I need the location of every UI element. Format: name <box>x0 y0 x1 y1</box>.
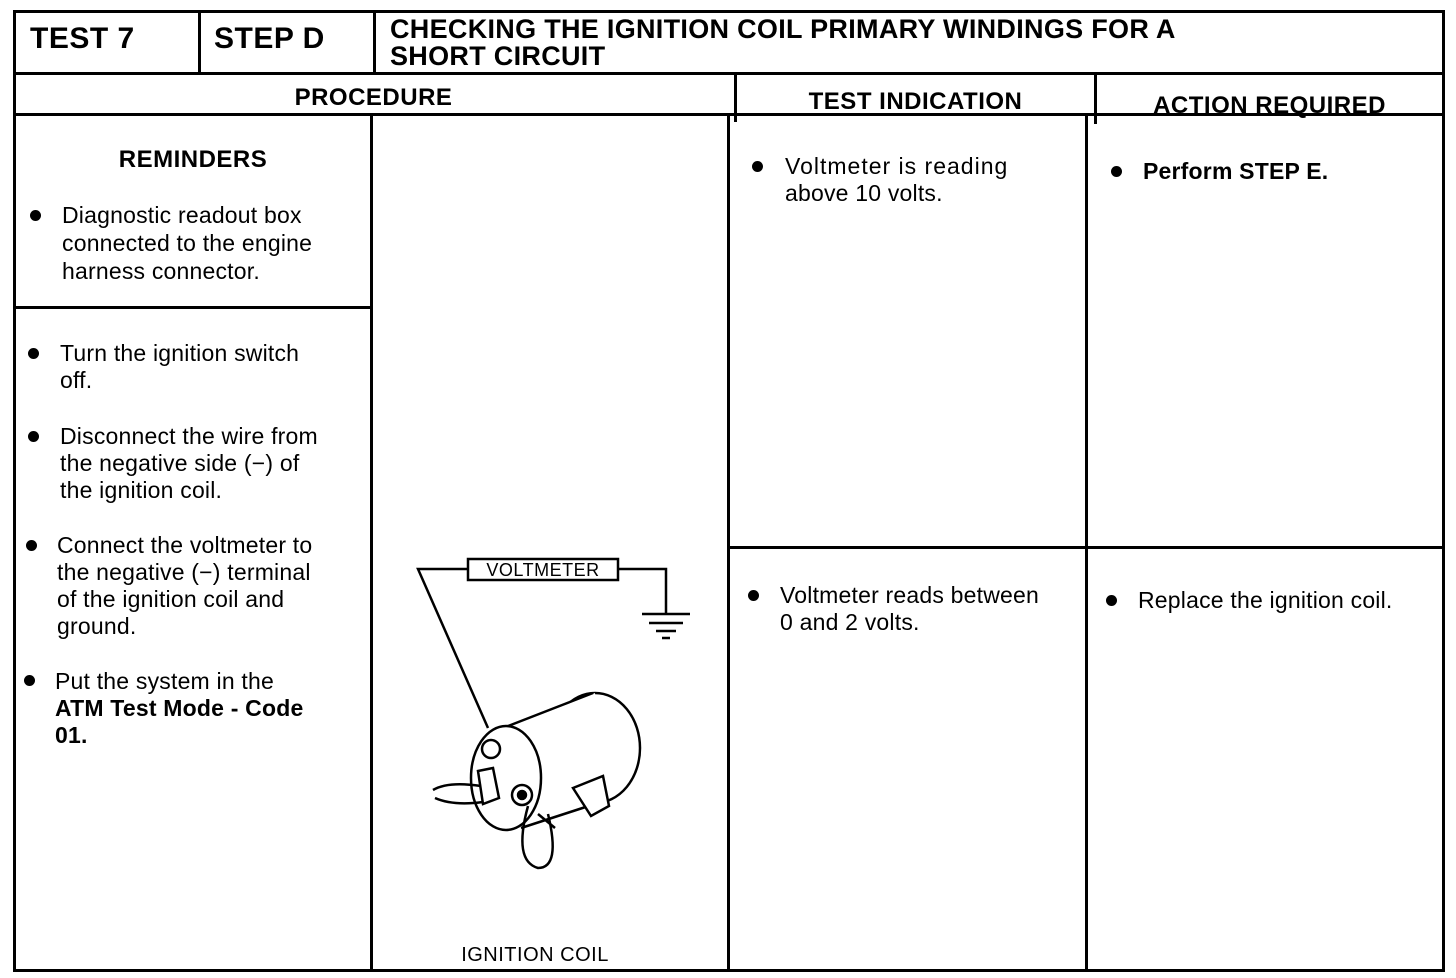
divider-col-indication <box>1094 72 1097 124</box>
action-1: Perform STEP E. <box>1143 158 1329 184</box>
border-left <box>13 10 16 972</box>
page-title-line2: SHORT CIRCUIT <box>390 41 606 71</box>
reminders-heading: REMINDERS <box>118 146 268 173</box>
bullet-icon <box>30 210 41 221</box>
indication-2-line-1: Voltmeter reads between <box>780 582 1040 608</box>
action-required-column-header: ACTION REQUIRED <box>1153 92 1386 119</box>
divider-header-1 <box>198 10 201 74</box>
test-number: TEST 7 <box>30 22 135 55</box>
page-title-line1: CHECKING THE IGNITION COIL PRIMARY WINDI… <box>390 14 1176 44</box>
divider-title-bottom <box>13 72 1445 75</box>
indication-1-line-2: above 10 volts. <box>785 180 943 206</box>
voltmeter-label: VOLTMETER <box>486 560 600 580</box>
divider-figure-right <box>727 113 730 972</box>
step-4-line-1: Put the system in the <box>55 668 274 694</box>
ignition-coil-diagram: IGNITION COIL <box>416 557 690 966</box>
bullet-icon <box>28 431 39 442</box>
indication-2-line-2: 0 and 2 volts. <box>780 609 920 635</box>
bullet-icon <box>1106 595 1117 606</box>
bullet-icon <box>24 675 35 686</box>
step-1-line-1: Turn the ignition switch <box>60 340 300 366</box>
action-2: Replace the ignition coil. <box>1138 587 1393 613</box>
indication-1-line-1: Voltmeter is reading <box>785 153 1009 179</box>
reminder-line-3: harness connector. <box>62 258 260 284</box>
bullet-icon <box>748 590 759 601</box>
figure-caption: IGNITION COIL <box>461 944 609 966</box>
procedure-column-header: PROCEDURE <box>294 84 453 111</box>
step-2-line-3: the ignition coil. <box>60 477 223 503</box>
step-3-line-1: Connect the voltmeter to <box>57 532 313 558</box>
ground-symbol-icon <box>642 612 690 640</box>
step-3-line-4: ground. <box>57 613 137 639</box>
step-3-line-2: the negative (−) terminal <box>57 559 311 585</box>
ignition-coil-icon <box>432 691 642 870</box>
step-2-line-2: the negative side (−) of <box>60 450 300 476</box>
step-3-line-3: of the ignition coil and <box>57 586 285 612</box>
reminder-line-2: connected to the engine <box>62 230 313 256</box>
divider-result-rows <box>727 546 1445 549</box>
bullet-icon <box>26 540 37 551</box>
bullet-icon <box>1111 166 1122 177</box>
bullet-icon <box>28 348 39 359</box>
divider-reminders-bottom <box>13 306 372 309</box>
step-4-line-3: 01. <box>55 722 88 748</box>
divider-indication-right <box>1085 113 1088 972</box>
bullet-icon <box>752 161 763 172</box>
divider-col-procedure <box>734 72 737 122</box>
reminder-line-1: Diagnostic readout box <box>62 202 302 228</box>
border-top <box>13 10 1445 13</box>
step-4-line-2: ATM Test Mode - Code <box>55 695 304 721</box>
step-label: STEP D <box>214 22 325 55</box>
divider-header-2 <box>373 10 376 74</box>
divider-procedure-inner <box>370 113 373 972</box>
border-right <box>1442 10 1445 972</box>
step-2-line-1: Disconnect the wire from <box>60 423 318 449</box>
test-indication-column-header: TEST INDICATION <box>808 88 1023 115</box>
step-1-line-2: off. <box>60 367 93 393</box>
